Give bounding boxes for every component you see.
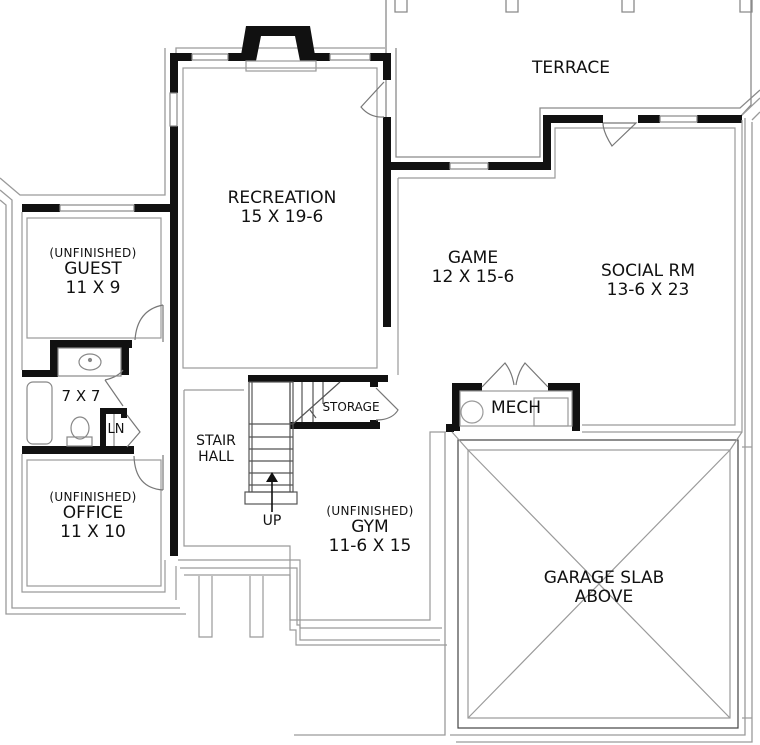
room-dimensions: 7 X 7 bbox=[61, 387, 101, 405]
room-status: (UNFINISHED) bbox=[326, 504, 414, 518]
game-label: GAME 12 X 15-6 bbox=[431, 248, 515, 288]
stair-hall-label: STAIR HALL bbox=[196, 433, 236, 465]
foundation-outline bbox=[0, 47, 760, 743]
room-name: LN bbox=[107, 422, 125, 437]
room-dimensions: 11-6 X 15 bbox=[328, 536, 412, 557]
room-status: (UNFINISHED) bbox=[49, 490, 137, 504]
doors bbox=[104, 81, 638, 491]
room-name: OFFICE bbox=[62, 503, 124, 524]
room-name: STORAGE bbox=[322, 400, 380, 414]
room-status: (UNFINISHED) bbox=[49, 246, 137, 260]
room-name: GYM bbox=[351, 517, 389, 538]
social-room-label: SOCIAL RM 13-6 X 23 bbox=[600, 261, 696, 301]
recreation-label: RECREATION 15 X 19-6 bbox=[227, 188, 337, 228]
office-label: (UNFINISHED) OFFICE 11 X 10 bbox=[49, 490, 137, 543]
room-name-line2: HALL bbox=[198, 448, 234, 465]
room-name: GUEST bbox=[64, 259, 122, 280]
room-name: GAME bbox=[447, 248, 499, 268]
room-outlines bbox=[21, 60, 752, 729]
room-dimensions: 11 X 9 bbox=[65, 278, 121, 299]
room-dimensions: 12 X 15-6 bbox=[431, 267, 515, 288]
room-name-line1: STAIR bbox=[196, 433, 236, 449]
linen-label: LN bbox=[107, 422, 125, 438]
stair-direction-label: UP bbox=[262, 513, 282, 530]
bath-label: 7 X 7 bbox=[62, 388, 101, 405]
room-dimensions: 15 X 19-6 bbox=[240, 207, 324, 228]
garage-line1: GARAGE SLAB bbox=[543, 568, 665, 588]
terrace-label: TERRACE bbox=[531, 58, 611, 78]
storage-label: STORAGE bbox=[322, 400, 380, 414]
garage-label: GARAGE SLAB ABOVE bbox=[543, 568, 665, 608]
toilet-icon bbox=[70, 416, 90, 440]
up-arrow-icon bbox=[266, 472, 278, 482]
sink-icon bbox=[78, 353, 102, 371]
room-name: MECH bbox=[490, 398, 542, 418]
room-dimensions: 11 X 10 bbox=[60, 522, 126, 543]
terrace-outline bbox=[385, 0, 760, 160]
room-name: RECREATION bbox=[227, 188, 337, 208]
room-name: SOCIAL RM bbox=[600, 261, 696, 281]
mech-label: MECH bbox=[490, 398, 542, 418]
bathtub-icon bbox=[26, 381, 53, 445]
garage-line2: ABOVE bbox=[574, 587, 634, 608]
windows bbox=[59, 53, 698, 212]
gym-label: (UNFINISHED) GYM 11-6 X 15 bbox=[326, 504, 414, 557]
room-dimensions: 13-6 X 23 bbox=[606, 280, 690, 301]
stair-direction: UP bbox=[262, 513, 282, 529]
bath-fixtures bbox=[26, 347, 122, 447]
room-name: TERRACE bbox=[531, 58, 611, 78]
walls bbox=[22, 26, 742, 556]
staircase bbox=[244, 381, 341, 512]
guest-label: (UNFINISHED) GUEST 11 X 9 bbox=[49, 246, 137, 299]
